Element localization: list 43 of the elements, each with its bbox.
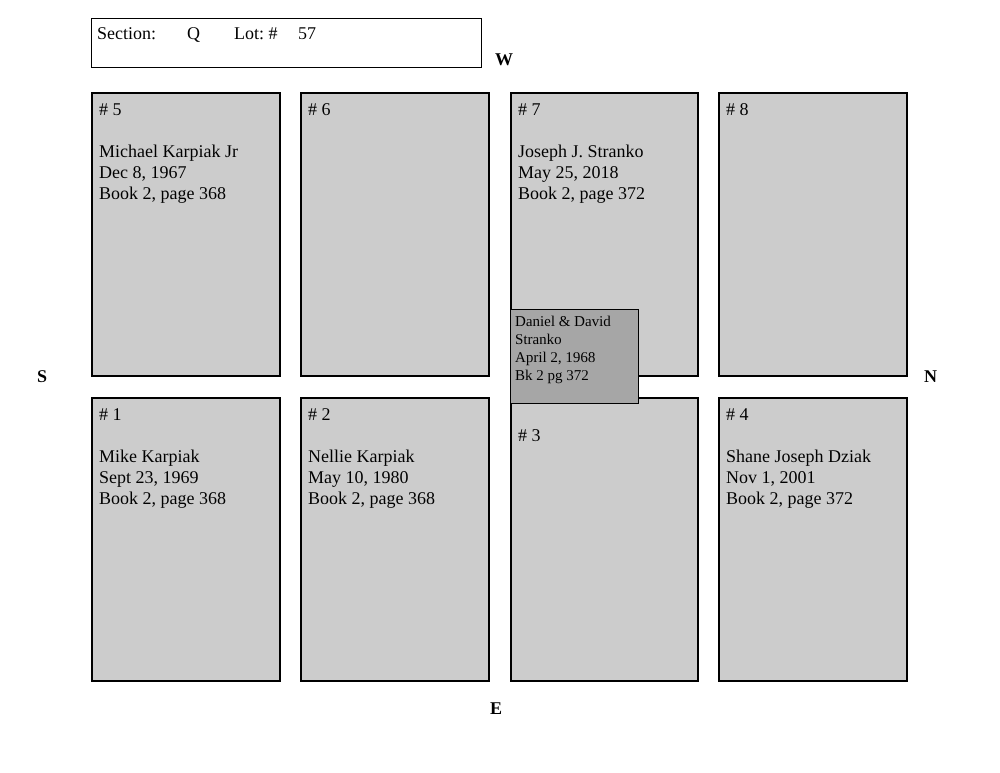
burial-text: Daniel & David Stranko [515,313,612,349]
plot-number: # 1 [99,404,122,425]
plot-box [718,92,908,377]
field-value: 57 [298,23,316,44]
burial-text: Michael Karpiak Jr [99,141,238,162]
burial-text: Dec 8, 1967 [99,162,186,183]
burial-text: May 10, 1980 [308,467,408,488]
compass-direction: N [924,366,937,387]
burial-text: Nov 1, 2001 [726,467,816,488]
field-label: Lot: # [234,23,278,44]
burial-text: Mike Karpiak [99,446,200,467]
burial-text: Book 2, page 368 [308,488,435,509]
field-label: Section: [97,23,156,44]
field-value: Q [187,23,200,44]
plot-number: # 7 [518,99,540,120]
burial-text: May 25, 2018 [518,162,618,183]
burial-text: Nellie Karpiak [308,446,414,467]
plot-number: # 6 [308,99,330,120]
burial-text: Shane Joseph Dziak [726,446,871,467]
compass-direction: E [490,698,502,719]
burial-text: Book 2, page 372 [726,488,853,509]
plot-box [91,92,281,377]
plot-number: # 2 [308,404,330,425]
burial-text: Book 2, page 368 [99,183,226,204]
compass-direction: W [495,49,513,70]
plot-box [510,397,699,682]
plot-box [718,397,908,682]
plot-box [300,92,490,377]
plot-number: # 8 [726,99,748,120]
lot-header-box [91,18,482,68]
burial-text: Book 2, page 368 [99,488,226,509]
plot-number: # 4 [726,404,748,425]
plot-number: # 5 [99,99,122,120]
burial-note-tooltip [510,309,639,404]
burial-text: April 2, 1968 [515,349,596,367]
plot-box [91,397,281,682]
burial-text: Sept 23, 1969 [99,467,199,488]
burial-text: Book 2, page 372 [518,183,645,204]
compass-direction: S [37,366,48,387]
burial-text: Bk 2 pg 372 [515,367,590,385]
plot-number: # 3 [518,425,540,446]
burial-text: Joseph J. Stranko [518,141,644,162]
plot-box [300,397,490,682]
